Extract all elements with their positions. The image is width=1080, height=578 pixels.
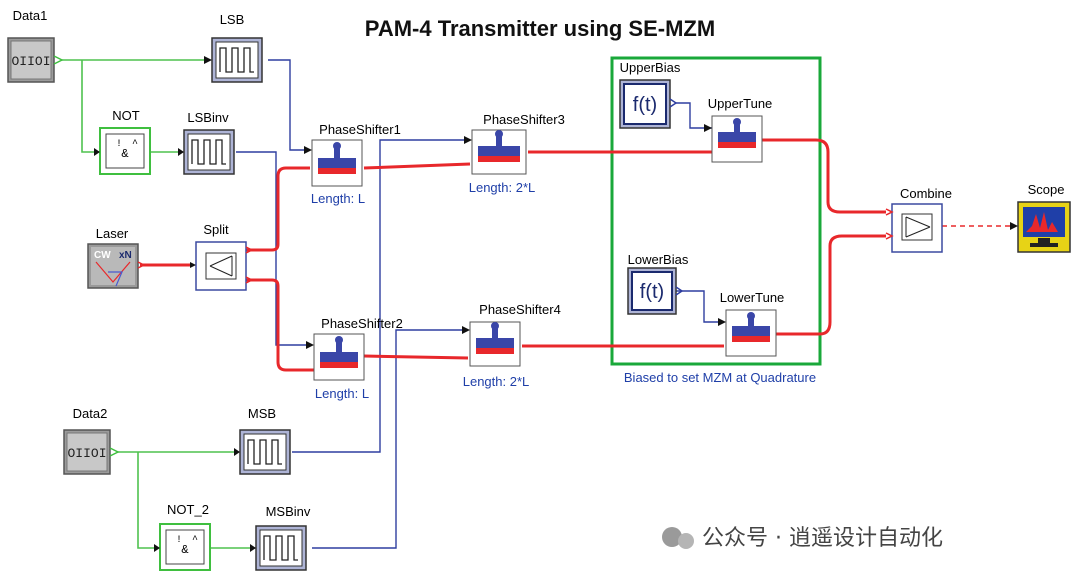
lsbinv-label: LSBinv [187, 110, 229, 125]
data1-block[interactable]: Data1 OIIOI [7, 8, 64, 83]
ps1-label: PhaseShifter1 [319, 122, 401, 137]
lowertune-label: LowerTune [720, 290, 785, 305]
split-block[interactable]: Split [190, 222, 254, 291]
optical-wires [140, 138, 886, 372]
lsb-label: LSB [220, 12, 245, 27]
data1-label: Data1 [13, 8, 48, 23]
combine-block[interactable]: Combine [885, 186, 952, 253]
ps1-length: Length: L [311, 191, 365, 206]
not2-block[interactable]: NOT_2 & ! ^ [154, 502, 211, 571]
laser-label: Laser [96, 226, 129, 241]
lowertune-block[interactable]: LowerTune [718, 290, 785, 357]
lowerbias-label: LowerBias [628, 252, 689, 267]
lowerbias-fx: f(t) [640, 281, 664, 303]
phaseshifter2-block[interactable]: PhaseShifter2 Length: L [306, 316, 403, 401]
laser-block[interactable]: Laser CW xN [87, 226, 146, 289]
ps3-length: Length: 2*L [469, 180, 536, 195]
svg-text:&: & [181, 543, 188, 557]
combine-label: Combine [900, 186, 952, 201]
ps3-label: PhaseShifter3 [483, 112, 565, 127]
svg-text:!: ! [176, 535, 182, 546]
watermark: 公众号 · 逍遥设计自动化 [662, 526, 943, 551]
ps4-label: PhaseShifter4 [479, 302, 561, 317]
msb-label: MSB [248, 406, 276, 421]
msbinv-label: MSBinv [266, 504, 311, 519]
mzm-note: Biased to set MZM at Quadrature [624, 370, 816, 385]
upperbias-fx: f(t) [633, 94, 657, 116]
laser-xn: xN [119, 250, 132, 261]
ps4-length: Length: 2*L [463, 374, 530, 389]
svg-text:^: ^ [192, 535, 198, 546]
msbinv-block[interactable]: MSBinv [250, 504, 311, 571]
not-block[interactable]: NOT & ! ^ [94, 108, 151, 175]
data2-icon: OIIOI [67, 446, 106, 461]
lowerbias-block[interactable]: LowerBias f(t) [627, 252, 689, 315]
upperbias-label: UpperBias [620, 60, 681, 75]
msb-block[interactable]: MSB [234, 406, 291, 475]
watermark-text: 公众号 · 逍遥设计自动化 [702, 526, 943, 551]
svg-text:&: & [121, 147, 128, 161]
scope-block[interactable]: Scope [1010, 182, 1071, 253]
ps2-length: Length: L [315, 386, 369, 401]
lsbinv-block[interactable]: LSBinv [178, 110, 235, 175]
laser-cw: CW [94, 250, 111, 261]
phaseshifter1-block[interactable]: PhaseShifter1 Length: L [304, 122, 401, 206]
mzm-frame [610, 56, 822, 366]
uppertune-block[interactable]: UpperTune [704, 96, 773, 163]
not2-label: NOT_2 [167, 502, 209, 517]
split-label: Split [203, 222, 229, 237]
phaseshifter4-block[interactable]: PhaseShifter4 Length: 2*L [462, 302, 561, 389]
scope-label: Scope [1028, 182, 1065, 197]
ps2-label: PhaseShifter2 [321, 316, 403, 331]
data2-block[interactable]: Data2 OIIOI [63, 406, 120, 475]
not-label: NOT [112, 108, 140, 123]
lsb-block[interactable]: LSB [204, 12, 263, 83]
svg-text:!: ! [116, 139, 122, 150]
uppertune-label: UpperTune [708, 96, 773, 111]
svg-text:^: ^ [132, 139, 138, 150]
upperbias-block[interactable]: UpperBias f(t) [619, 60, 681, 129]
data2-label: Data2 [73, 406, 108, 421]
diagram-title: PAM-4 Transmitter using SE-MZM [365, 16, 715, 41]
data1-icon: OIIOI [11, 54, 50, 69]
phaseshifter3-block[interactable]: PhaseShifter3 Length: 2*L [464, 112, 565, 195]
